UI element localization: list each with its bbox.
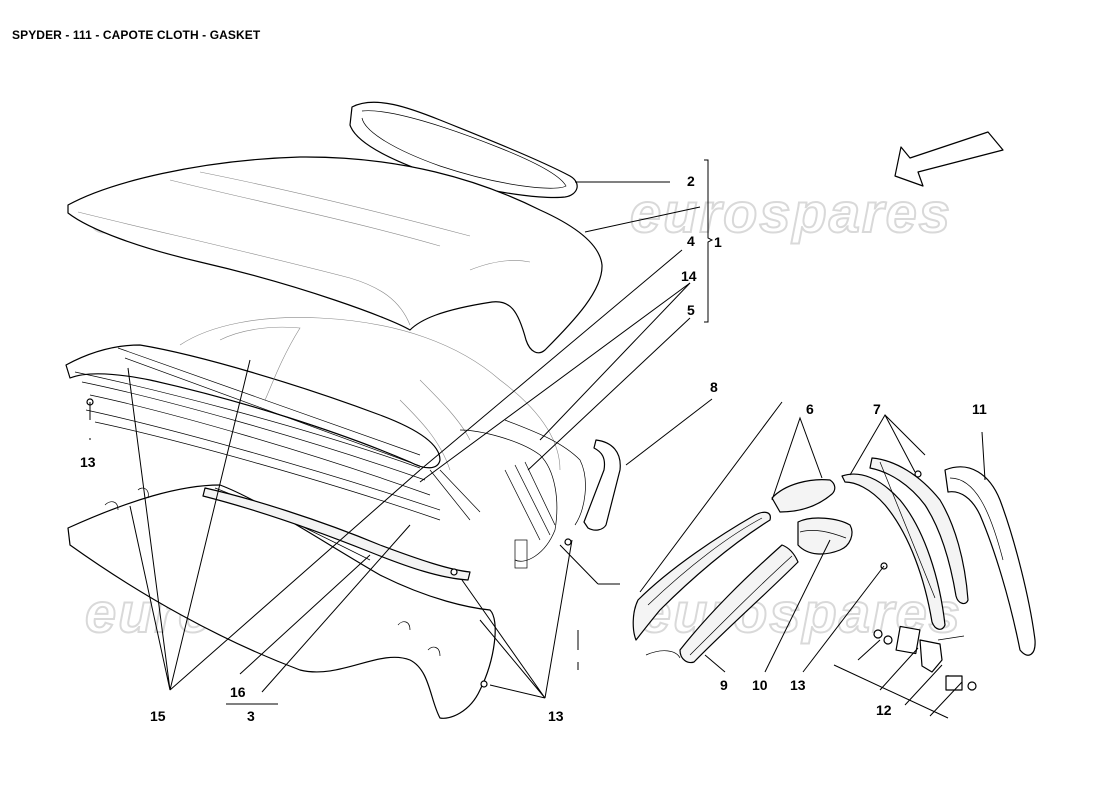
seal-part-10 (797, 517, 853, 555)
leader-lines (89, 159, 986, 719)
callout-16: 16 (230, 684, 246, 700)
direction-arrow-icon (894, 131, 1004, 187)
callout-13-left: 13 (80, 454, 96, 470)
hood-frame-assembly (65, 317, 586, 569)
seal-part-11 (944, 466, 1036, 656)
callout-10: 10 (752, 677, 768, 693)
callout-9: 9 (720, 677, 728, 693)
callout-4: 4 (687, 233, 695, 249)
callout-labels: 2 4 1 14 5 8 6 7 11 13 9 10 13 12 16 3 1… (80, 173, 987, 724)
callout-11: 11 (972, 401, 987, 417)
page-title: SPYDER - 111 - CAPOTE CLOTH - GASKET (12, 28, 261, 42)
callout-8: 8 (710, 379, 718, 395)
seal-part-8 (583, 439, 621, 531)
canvas-top-part (67, 156, 603, 354)
callout-6: 6 (806, 401, 814, 417)
callout-14: 14 (681, 268, 697, 284)
fastener-icons (86, 398, 922, 688)
seal-part-7-inner (869, 457, 969, 605)
hinge-bracket-part (873, 625, 977, 691)
callout-2: 2 (687, 173, 695, 189)
rear-window-part (349, 101, 578, 199)
callout-12: 12 (876, 702, 892, 718)
seal-part-9 (645, 544, 799, 664)
callout-5: 5 (687, 302, 695, 318)
gasket-strip-part (202, 487, 471, 581)
watermark-top-right: eurospares (630, 181, 952, 244)
callout-15: 15 (150, 708, 166, 724)
callout-13-bottom: 13 (548, 708, 564, 724)
callout-13-right: 13 (790, 677, 806, 693)
seal-part-6-lower (632, 511, 771, 641)
callout-7: 7 (873, 401, 881, 417)
seal-part-7-outer (841, 473, 946, 630)
callout-1: 1 (714, 234, 722, 250)
seal-part-6-upper (771, 479, 836, 513)
callout-3: 3 (247, 708, 255, 724)
